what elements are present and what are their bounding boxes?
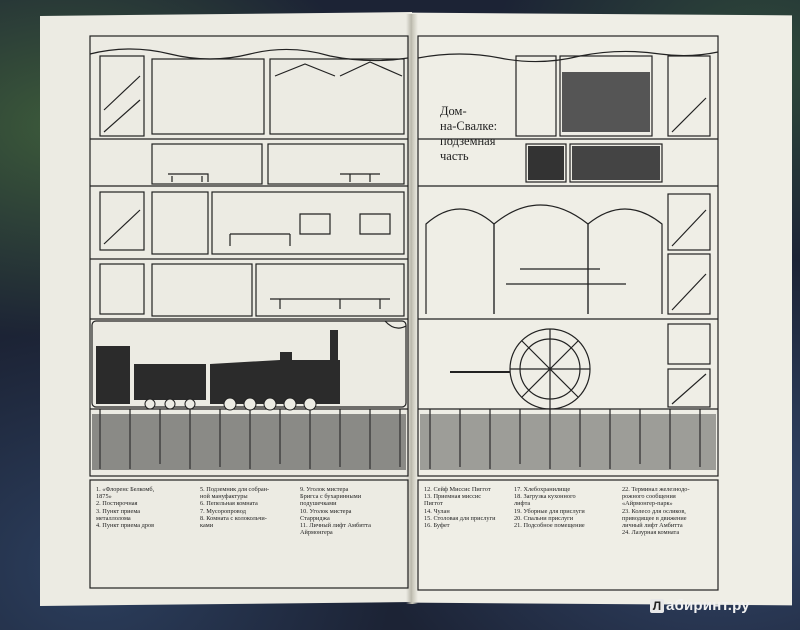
legend-item: 9. Уголок мистера bbox=[300, 486, 349, 493]
legend-column-4: 12. Сейф Миссис Пиггот 13. Приемная мисс… bbox=[424, 486, 496, 529]
legend-item: 17. Хлебохранилище bbox=[514, 486, 571, 493]
book-spine bbox=[406, 14, 418, 604]
labirint-logo-icon: Л bbox=[650, 599, 664, 613]
legend-item: 11. Личный лифт Амбитта bbox=[300, 522, 371, 530]
legend-item: 1. «Флоренс Белкомб, bbox=[96, 486, 155, 493]
legend-column-1: 1. «Флоренс Белкомб, 1875» 2. Постирочна… bbox=[96, 486, 154, 529]
legend-item: 22. Терминал железнодо- bbox=[622, 486, 690, 493]
legend-column-3: 9. Уголок мистера Бригса с бухаринными п… bbox=[300, 486, 371, 536]
legend-item: приводящее в движение bbox=[622, 514, 687, 522]
locomotive bbox=[210, 352, 340, 404]
train-tender bbox=[134, 364, 206, 400]
legend-item: ками bbox=[200, 522, 214, 530]
legend-item: металлолома bbox=[96, 514, 131, 522]
legend-item: 24. Лазурная комната bbox=[622, 529, 680, 537]
legend-item: 7. Мусоропровод bbox=[200, 507, 246, 515]
legend-item: Пиггот bbox=[424, 500, 443, 508]
train-carriage bbox=[96, 346, 130, 404]
legend-item: 18. Загрузка кухонного bbox=[514, 493, 576, 501]
open-book: Дом- на-Свалке: подземная часть 1. «Флор… bbox=[40, 12, 792, 606]
legend-item: 14. Чулан bbox=[424, 507, 450, 515]
right-frame bbox=[417, 35, 719, 477]
legend-column-6: 22. Терминал железнодо- рожного сообщени… bbox=[622, 486, 690, 536]
title-line-1: Дом- bbox=[440, 104, 467, 118]
legend-item: 21. Подсобное помещение bbox=[514, 522, 585, 530]
legend-item: лифта bbox=[514, 500, 531, 508]
legend-item: 1875» bbox=[96, 493, 112, 501]
legend-item: Старриджа bbox=[300, 514, 330, 522]
legend-item: 2. Постирочная bbox=[96, 500, 138, 508]
legend-item: 23. Колесо для осликов, bbox=[622, 507, 686, 515]
legend-item: Бригса с бухаринными bbox=[300, 493, 362, 501]
legend-item: Айрмонгера bbox=[300, 529, 333, 537]
title-line-3: подземная bbox=[440, 134, 496, 148]
legend-item: 20. Спальни прислуги bbox=[514, 514, 574, 522]
illustration-title: Дом- на-Свалке: подземная часть bbox=[440, 104, 520, 164]
legend-item: 6. Пепельная комната bbox=[200, 500, 258, 508]
title-line-2: на-Свалке: bbox=[440, 119, 498, 133]
legend-item: 19. Уборные для прислуги bbox=[514, 507, 585, 515]
left-frame bbox=[89, 35, 409, 477]
legend-item: 16. Буфет bbox=[424, 522, 450, 530]
legend-item: «Айрмонгер-парк» bbox=[622, 500, 673, 508]
legend-item: 10. Уголок мистера bbox=[300, 507, 352, 515]
legend-item: 4. Пункт приема дров bbox=[96, 522, 155, 530]
legend-item: личный лифт Амбитта bbox=[622, 522, 683, 530]
legend-item: 3. Пункт приема bbox=[96, 507, 141, 515]
legend-column-5: 17. Хлебохранилище 18. Загрузка кухонног… bbox=[514, 486, 585, 529]
legend-item: 8. Комната с колокольчи- bbox=[200, 514, 267, 522]
legend-item: 15. Столовая для прислуги bbox=[424, 514, 496, 522]
title-line-4: часть bbox=[440, 149, 469, 163]
legend-item: рожного сообщения bbox=[622, 493, 676, 501]
legend-item: подушечками bbox=[300, 500, 337, 508]
legend-item: 12. Сейф Миссис Пиггот bbox=[424, 486, 491, 493]
legend-column-2: 5. Подземник для собран- ной мануфактуры… bbox=[200, 486, 269, 529]
legend-item: 5. Подземник для собран- bbox=[200, 486, 270, 493]
house-cutaway-illustration bbox=[89, 35, 719, 591]
legend-item: 13. Приемная миссис bbox=[424, 493, 482, 501]
watermark-text: абиринт.ру bbox=[666, 597, 750, 614]
legend-item: ной мануфактуры bbox=[200, 493, 248, 501]
